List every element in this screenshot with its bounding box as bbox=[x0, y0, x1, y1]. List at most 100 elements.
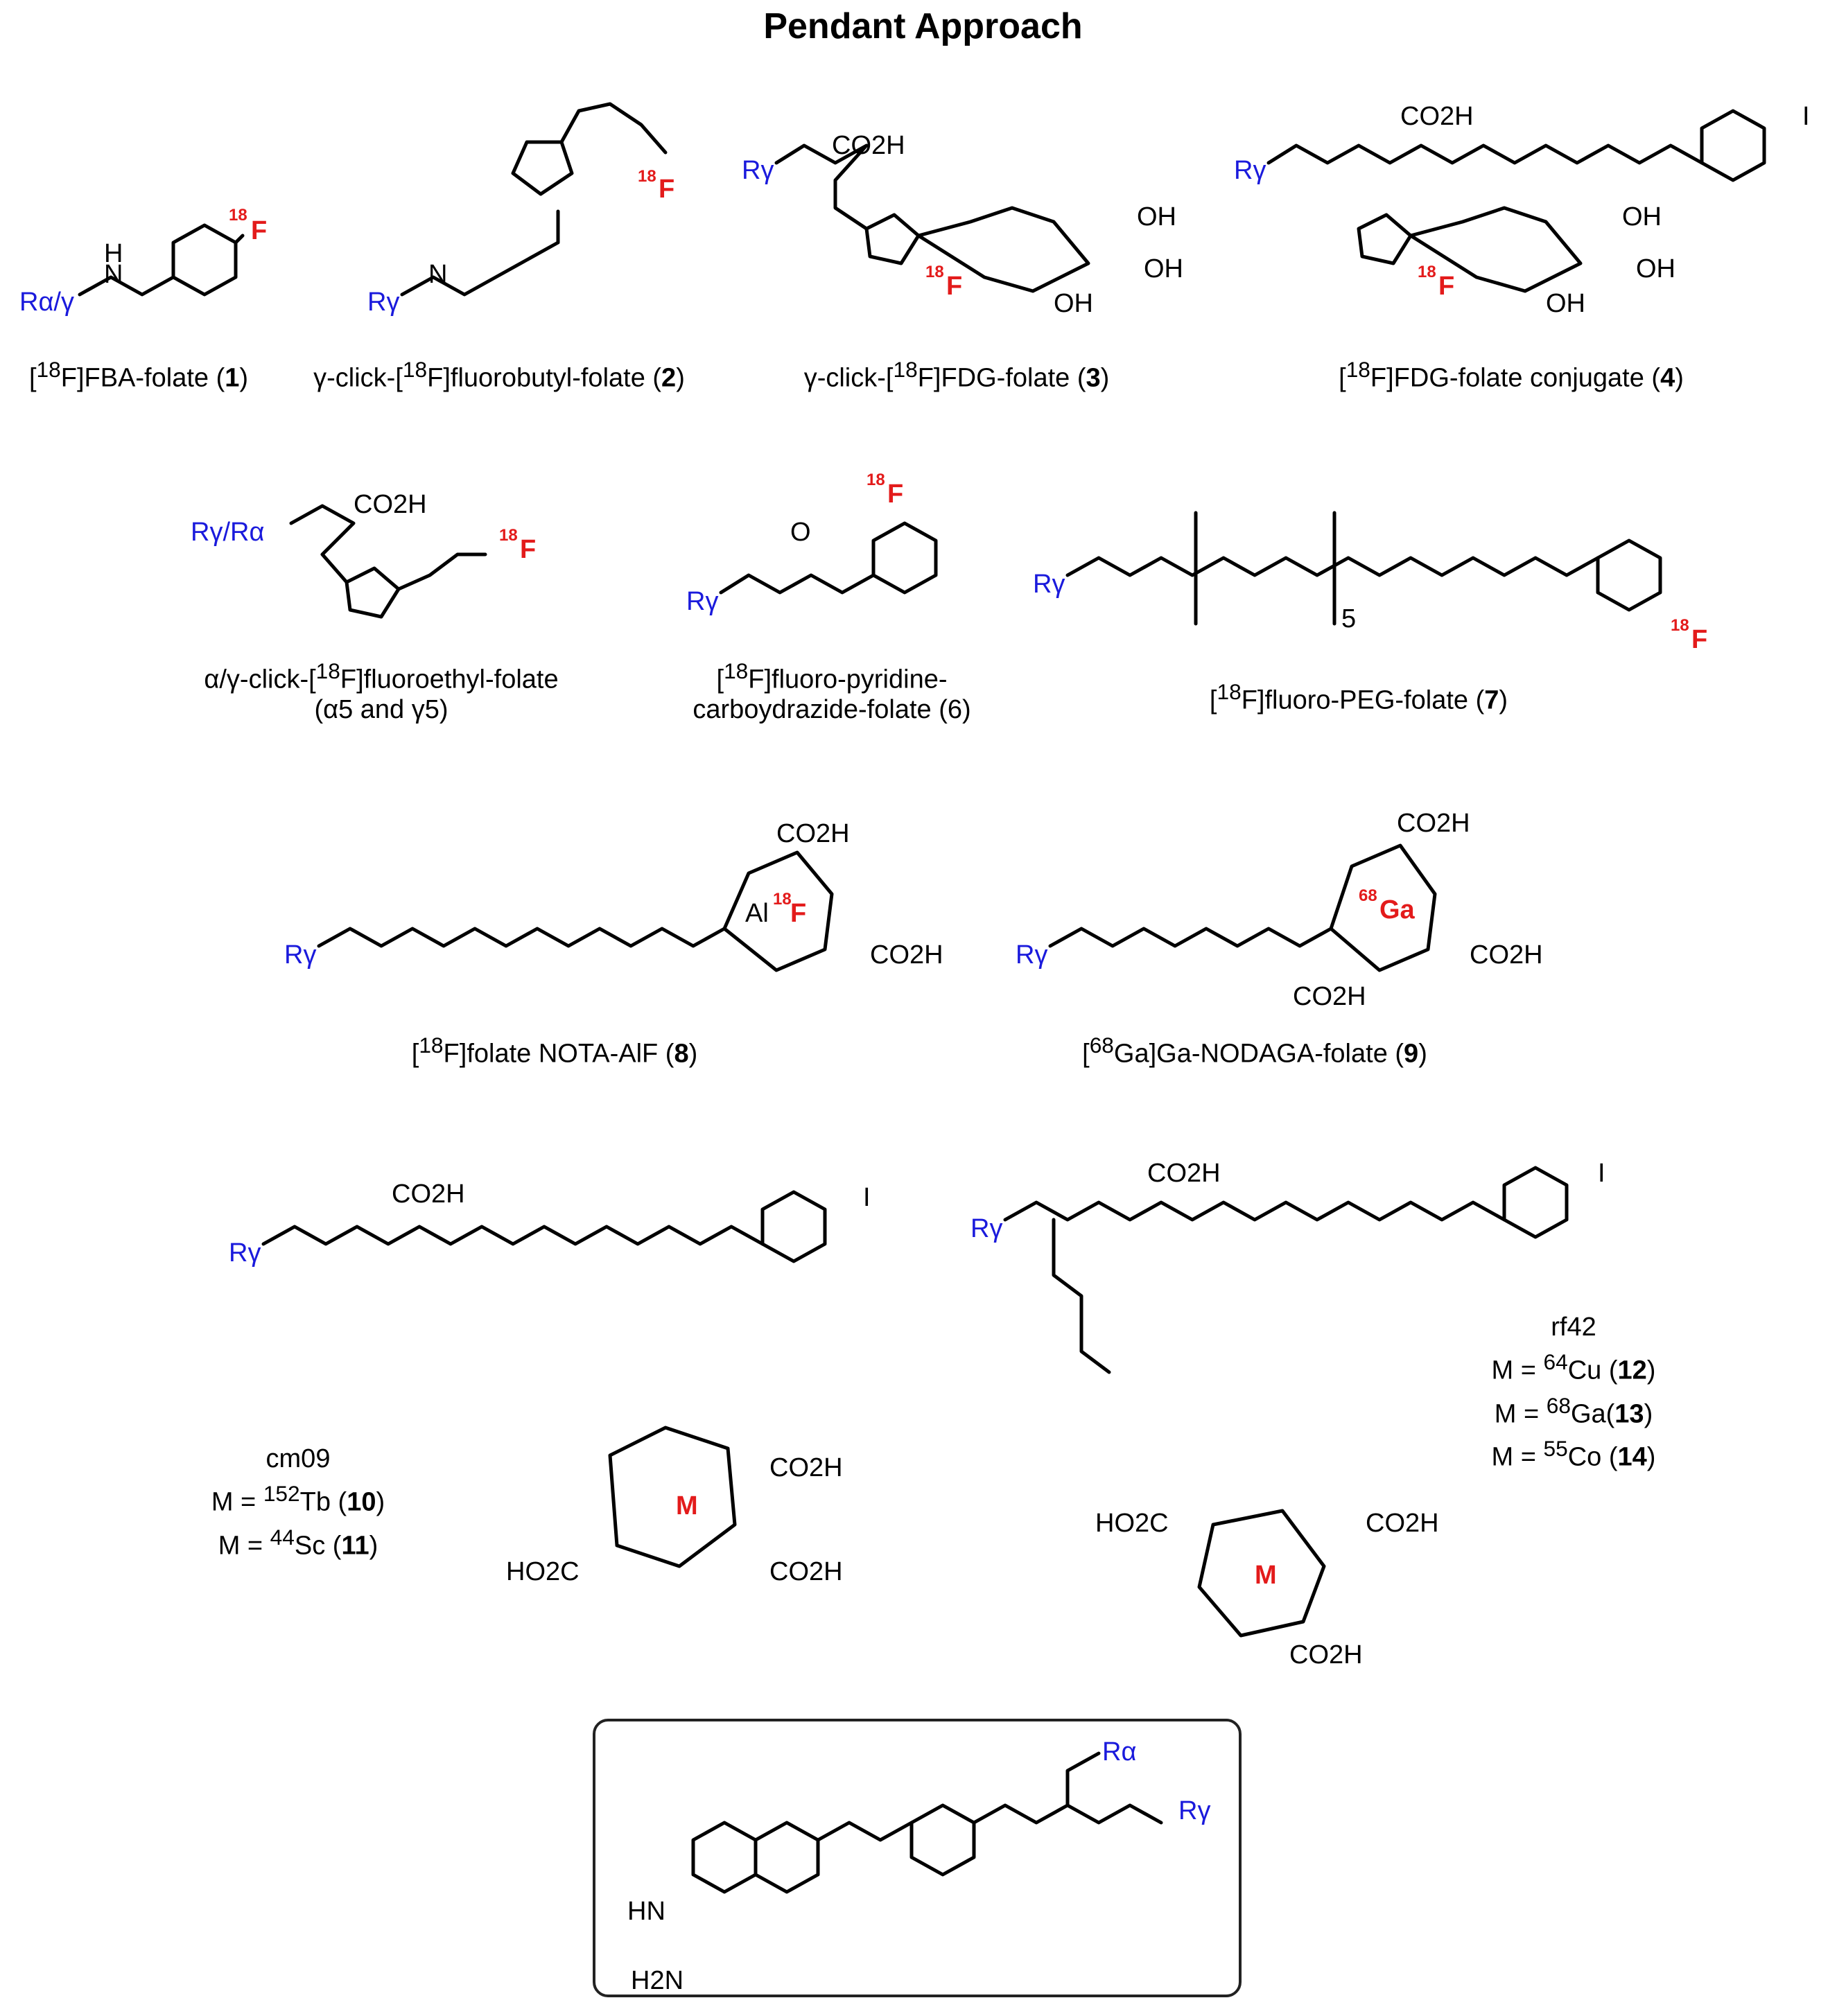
svg-text:18: 18 bbox=[1418, 263, 1436, 281]
co2h-label: CO2H bbox=[832, 131, 905, 160]
svg-text:18: 18 bbox=[773, 890, 792, 909]
caption-8: [18F]folate NOTA-AlF (8) bbox=[411, 1033, 698, 1069]
r-gamma-label: Rγ bbox=[367, 288, 399, 317]
structure-cm09: Rγ CO2H I CO2H CO2H HO2C M bbox=[229, 1180, 871, 1586]
n-label: N bbox=[104, 260, 123, 289]
caption-5: α/γ-click-[18F]fluoroethyl-folate(α5 and… bbox=[204, 658, 559, 724]
structure-9: Rγ CO2H CO2H CO2H 68 Ga bbox=[1016, 809, 1543, 1011]
r-gamma-label: Rγ bbox=[970, 1214, 1002, 1243]
svg-text:18: 18 bbox=[638, 167, 656, 186]
svg-text:CO2H: CO2H bbox=[392, 1180, 465, 1209]
structure-5: Rγ/Rα CO2H 18 F bbox=[191, 490, 536, 619]
svg-text:I: I bbox=[863, 1183, 871, 1212]
triazole-ring-5 bbox=[345, 566, 401, 619]
r-alpha-gamma-label: Rα/γ bbox=[19, 288, 74, 317]
structure-rf42: Rγ CO2H I CO2H CO2H HO2C M bbox=[970, 1159, 1605, 1669]
caption-2: γ-click-[18F]fluorobutyl-folate (2) bbox=[313, 357, 685, 393]
caption-7: [18F]fluoro-PEG-folate (7) bbox=[1209, 679, 1508, 715]
folate-core: Rα Rγ H2N HN bbox=[627, 1737, 1210, 1995]
svg-text:M: M bbox=[676, 1491, 698, 1520]
svg-text:CO2H: CO2H bbox=[1293, 982, 1366, 1011]
svg-text:CO2H: CO2H bbox=[769, 1557, 843, 1586]
structure-6: Rγ O 18 F bbox=[686, 471, 938, 616]
svg-text:CO2H: CO2H bbox=[769, 1453, 843, 1482]
svg-text:HO2C: HO2C bbox=[506, 1557, 580, 1586]
pab-ring bbox=[909, 1803, 976, 1877]
svg-text:5: 5 bbox=[1341, 604, 1356, 633]
r-gamma-label: Rγ bbox=[1234, 156, 1266, 185]
svg-text:CO2H: CO2H bbox=[1289, 1640, 1363, 1669]
nh-label: H bbox=[104, 239, 123, 268]
r-gamma-alpha-label: Rγ/Rα bbox=[191, 518, 264, 547]
svg-text:F: F bbox=[887, 480, 903, 509]
structure-1: Rα/γ H N 18 F bbox=[19, 206, 267, 317]
benzene-ring-1 bbox=[171, 223, 238, 297]
pyridine-ring bbox=[871, 521, 938, 595]
svg-text:Al: Al bbox=[745, 899, 769, 928]
svg-text:M: M bbox=[1255, 1561, 1277, 1590]
svg-text:F: F bbox=[946, 272, 962, 301]
nota-ring-rf42 bbox=[1197, 1509, 1326, 1638]
svg-text:OH: OH bbox=[1636, 254, 1675, 283]
dota-ring-cm09 bbox=[608, 1426, 737, 1568]
structure-4: Rγ CO2H I OH OH OH 18 F bbox=[1234, 102, 1810, 318]
svg-text:CO2H: CO2H bbox=[1397, 809, 1470, 838]
svg-text:F: F bbox=[1438, 272, 1454, 301]
svg-text:CO2H: CO2H bbox=[776, 819, 850, 848]
svg-text:CO2H: CO2H bbox=[1366, 1509, 1439, 1538]
svg-text:F: F bbox=[790, 899, 806, 928]
structure-7: Rγ 5 18 F bbox=[1033, 511, 1707, 654]
page-title: Pendant Approach bbox=[763, 6, 1083, 46]
svg-text:CO2H: CO2H bbox=[354, 490, 427, 519]
cm09-metal-list: cm09 M = 152Tb (10) M = 44Sc (11) bbox=[194, 1441, 402, 1563]
svg-text:OH: OH bbox=[1622, 202, 1662, 231]
benzene-ring-4 bbox=[1700, 109, 1766, 182]
nota-ring bbox=[722, 850, 834, 972]
rf42-metal-list: rf42 M = 64Cu (12) M = 68Ga(13) M = 55Co… bbox=[1463, 1310, 1684, 1475]
structure-2: Rγ N 18 F bbox=[367, 102, 674, 317]
triazole-ring-3 bbox=[864, 213, 921, 265]
caption-4: [18F]FDG-folate conjugate (4) bbox=[1339, 357, 1684, 393]
r-gamma-label: Rγ bbox=[229, 1238, 261, 1268]
svg-text:CO2H: CO2H bbox=[870, 940, 943, 970]
svg-text:CO2H: CO2H bbox=[1147, 1159, 1221, 1188]
svg-text:18: 18 bbox=[1671, 616, 1689, 635]
r-gamma-label: Rγ bbox=[284, 940, 316, 970]
cm09-name: cm09 bbox=[265, 1444, 331, 1473]
caption-9: [68Ga]Ga-NODAGA-folate (9) bbox=[1082, 1033, 1427, 1069]
svg-text:68: 68 bbox=[1359, 886, 1377, 905]
caption-1: [18F]FBA-folate (1) bbox=[28, 357, 249, 393]
pterin-ring-b bbox=[754, 1821, 820, 1894]
svg-text:Ga: Ga bbox=[1379, 895, 1416, 924]
r-gamma-label: Rγ bbox=[686, 587, 718, 616]
svg-text:18: 18 bbox=[499, 526, 518, 545]
structure-8: Rγ CO2H CO2H Al 18 F bbox=[284, 819, 943, 972]
benzene-ring-rf42 bbox=[1502, 1166, 1569, 1239]
r-gamma-label-box: Rγ bbox=[1178, 1796, 1210, 1825]
svg-text:HO2C: HO2C bbox=[1095, 1509, 1169, 1538]
svg-text:F: F bbox=[1691, 625, 1707, 654]
triazole-ring-2 bbox=[511, 140, 574, 196]
triazole-ring-4 bbox=[1357, 213, 1413, 265]
folate-reference-box bbox=[593, 1719, 1242, 1997]
r-gamma-label: Rγ bbox=[1033, 570, 1065, 599]
svg-text:CO2H: CO2H bbox=[1470, 940, 1543, 970]
svg-text:OH: OH bbox=[1546, 289, 1585, 318]
f18-superscript: 18 bbox=[229, 206, 247, 225]
r-gamma-label: Rγ bbox=[1016, 940, 1047, 970]
benzene-ring-cm09 bbox=[760, 1190, 827, 1263]
caption-6: [18F]fluoro-pyridine-carboydrazide-folat… bbox=[693, 658, 971, 724]
svg-text:I: I bbox=[1598, 1159, 1605, 1188]
structure-3: Rγ CO2H OH OH OH 18 F bbox=[742, 131, 1183, 318]
svg-text:OH: OH bbox=[1054, 289, 1093, 318]
rf42-name: rf42 bbox=[1551, 1313, 1596, 1342]
benzene-ring-7 bbox=[1596, 538, 1662, 612]
svg-text:18: 18 bbox=[925, 263, 944, 281]
nodaga-ring bbox=[1329, 843, 1437, 972]
svg-text:I: I bbox=[1802, 102, 1810, 131]
svg-text:F: F bbox=[659, 175, 674, 204]
fluorine-label: F bbox=[251, 216, 267, 245]
svg-text:F: F bbox=[520, 535, 536, 564]
svg-text:HN: HN bbox=[627, 1897, 665, 1926]
